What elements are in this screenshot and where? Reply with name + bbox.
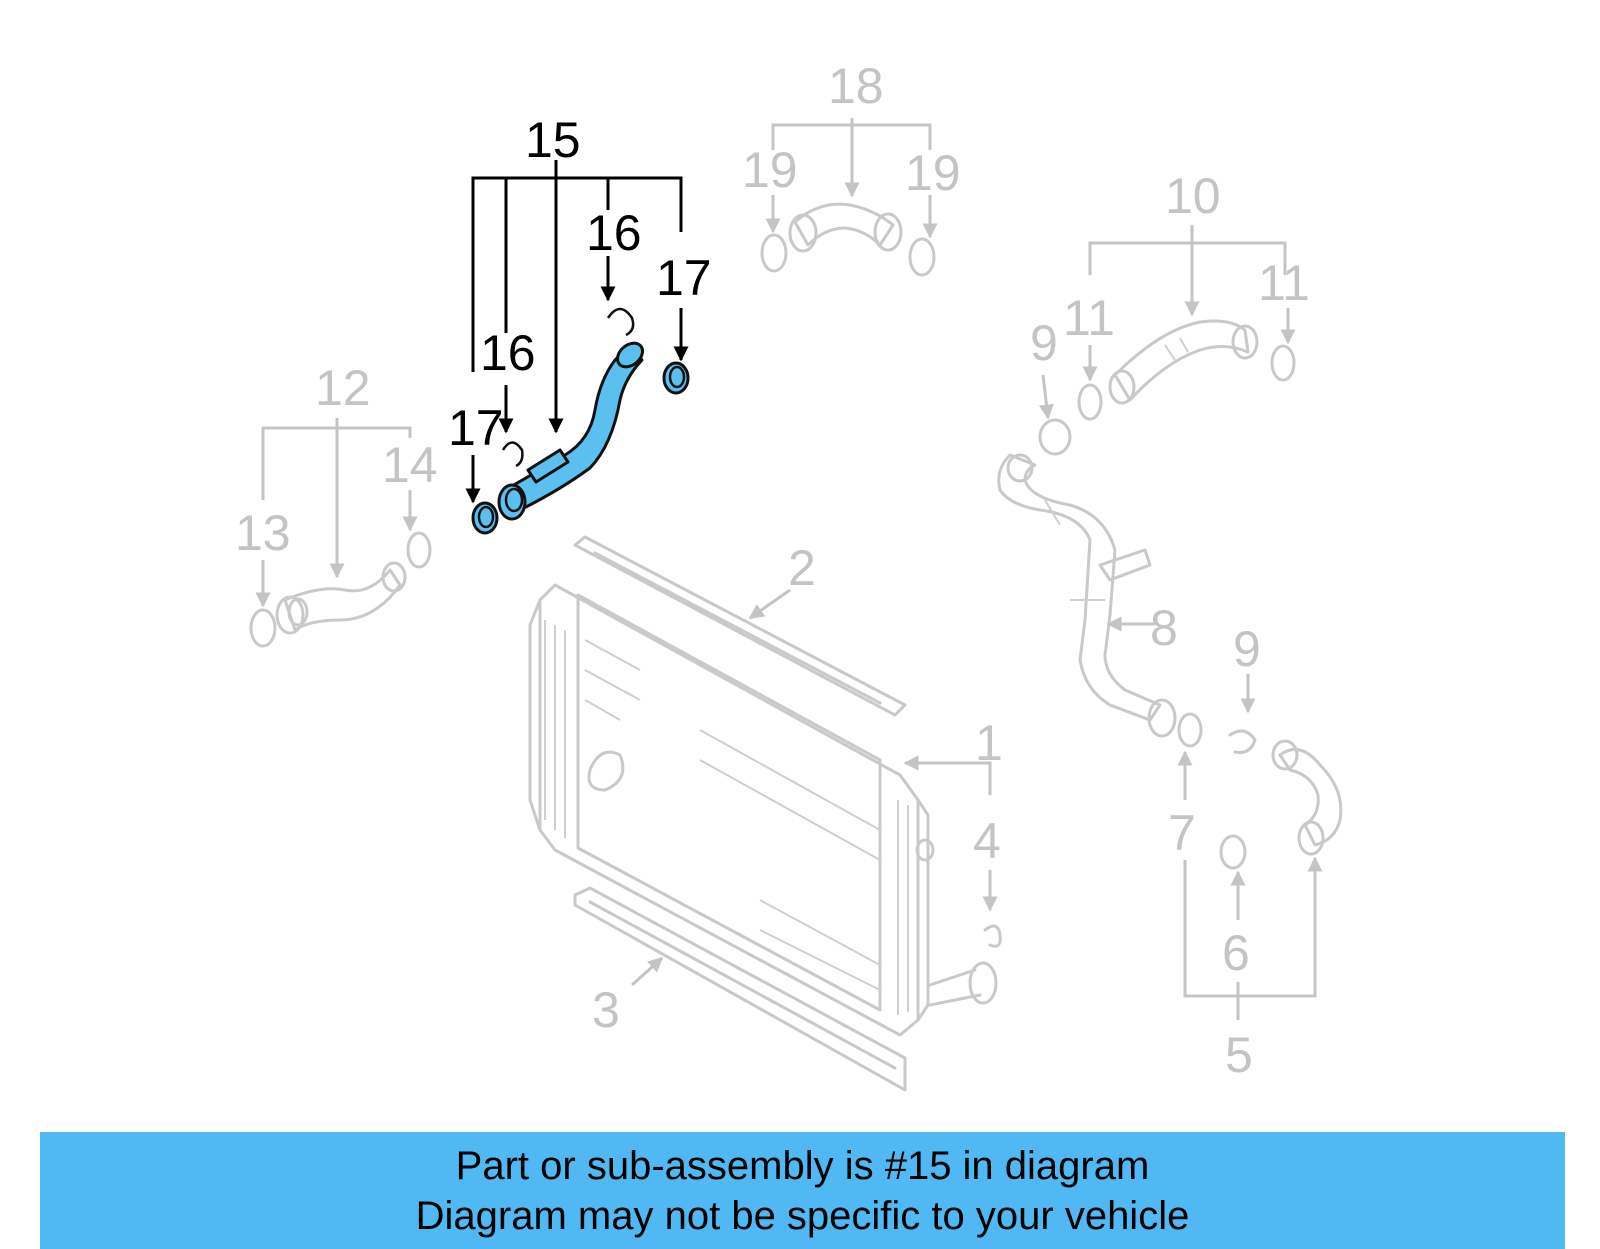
clip-16-upper <box>606 307 635 337</box>
callout-13: 13 <box>235 505 291 561</box>
callout-15: 15 <box>525 112 581 168</box>
info-banner: Part or sub-assembly is #15 in diagram D… <box>40 1132 1565 1249</box>
callout-19-right: 19 <box>905 145 961 201</box>
part-15-leader-lines <box>465 160 689 504</box>
clamp-17-left-inner <box>477 505 495 529</box>
banner-disclaimer-line: Diagram may not be specific to your vehi… <box>415 1193 1190 1238</box>
callout-6: 6 <box>1222 925 1250 981</box>
callout-5: 5 <box>1225 1027 1253 1083</box>
charge-pipe <box>997 453 1203 748</box>
callout-17-upper: 17 <box>656 250 712 306</box>
callout-8: 8 <box>1150 600 1178 656</box>
right-upper-hose <box>1038 319 1296 456</box>
clamp-17-right-inner <box>668 365 686 389</box>
upper-crossover-hose <box>760 202 936 277</box>
banner-part-line: Part or sub-assembly is #15 in diagram <box>455 1143 1150 1188</box>
ghost-leader-lines <box>255 118 1323 1020</box>
upper-air-guide <box>573 535 907 717</box>
callout-10: 10 <box>1165 168 1221 224</box>
intercooler-core <box>528 583 998 1037</box>
callout-14: 14 <box>382 437 438 493</box>
hose-15-end-lower-inner <box>504 487 524 513</box>
left-intake-hose <box>249 531 432 648</box>
callout-18: 18 <box>828 58 884 114</box>
callout-7: 7 <box>1168 805 1196 861</box>
callout-1: 1 <box>975 715 1003 771</box>
callout-4: 4 <box>973 813 1001 869</box>
callout-12: 12 <box>315 360 371 416</box>
callout-16-lower: 16 <box>480 325 536 381</box>
callout-9-upper: 9 <box>1030 315 1058 371</box>
hose-15-end-upper <box>615 341 645 369</box>
clip-16-lower <box>501 441 524 468</box>
part-15-callouts: 15 16 16 17 17 <box>448 112 712 456</box>
lower-air-guide <box>573 886 907 1092</box>
callout-19-left: 19 <box>742 142 798 198</box>
highlighted-hose-15 <box>471 307 690 535</box>
ghost-callouts: 1 2 3 4 5 6 7 8 9 9 10 11 11 12 13 14 18… <box>235 58 1310 1083</box>
callout-17-lower: 17 <box>448 400 504 456</box>
callout-3: 3 <box>592 982 620 1038</box>
callout-2: 2 <box>788 540 816 596</box>
right-lower-hose <box>1219 729 1343 870</box>
callout-9-lower: 9 <box>1233 621 1261 677</box>
small-clip-4 <box>983 924 1002 948</box>
hose-15-bracket <box>526 448 570 484</box>
callout-11-right: 11 <box>1258 255 1310 311</box>
callout-11-left: 11 <box>1063 290 1115 346</box>
callout-16-upper: 16 <box>586 205 642 261</box>
